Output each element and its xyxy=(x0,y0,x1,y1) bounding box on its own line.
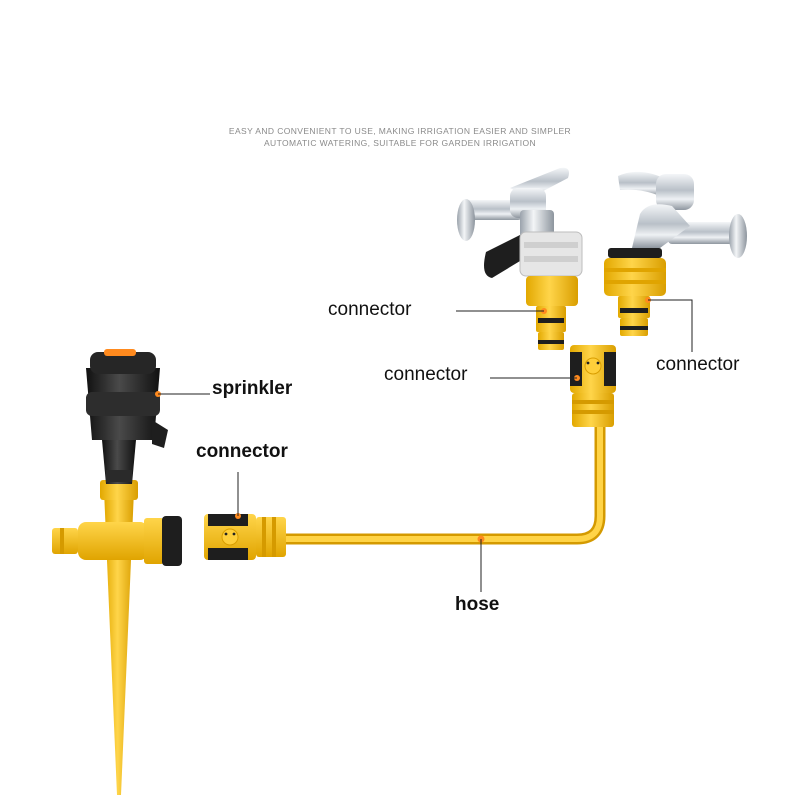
tap-connector-left xyxy=(519,231,583,350)
label-sprinkler: sprinkler xyxy=(212,378,293,399)
label-hose: hose xyxy=(455,594,500,615)
faucet-left xyxy=(457,167,569,278)
tagline-line-2: AUTOMATIC WATERING, SUITABLE FOR GARDEN … xyxy=(263,138,537,148)
label-connector-top-left: connector xyxy=(328,299,412,320)
label-connector-left: connector xyxy=(196,441,288,462)
tap-connector-right xyxy=(604,248,666,336)
quick-connector-vertical xyxy=(570,345,616,427)
pointer-lines xyxy=(158,299,693,592)
label-connector-middle: connector xyxy=(384,364,468,385)
faucet-right xyxy=(618,171,747,258)
label-connector-top-right: connector xyxy=(656,354,740,375)
pointer-line-connector-top-right xyxy=(648,299,693,352)
hose xyxy=(284,425,606,545)
tagline-line-1: EASY AND CONVENIENT TO USE, MAKING IRRIG… xyxy=(228,126,572,136)
sprinkler xyxy=(52,349,182,795)
quick-connector-horizontal xyxy=(204,513,286,560)
